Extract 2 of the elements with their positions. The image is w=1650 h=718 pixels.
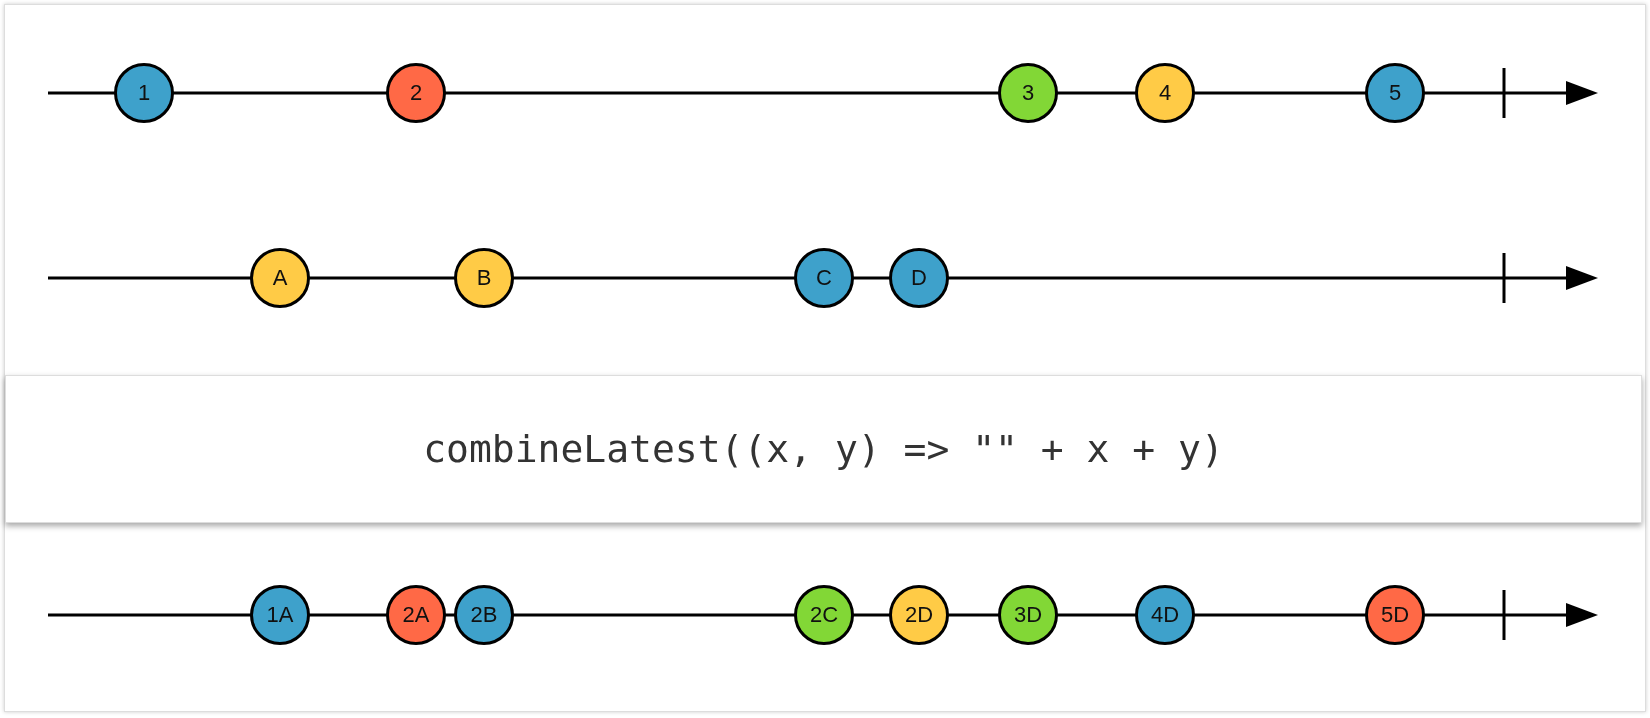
operator-box <box>5 375 1642 523</box>
operator-code: combineLatest((x, y) => "" + x + y) <box>423 427 1224 471</box>
